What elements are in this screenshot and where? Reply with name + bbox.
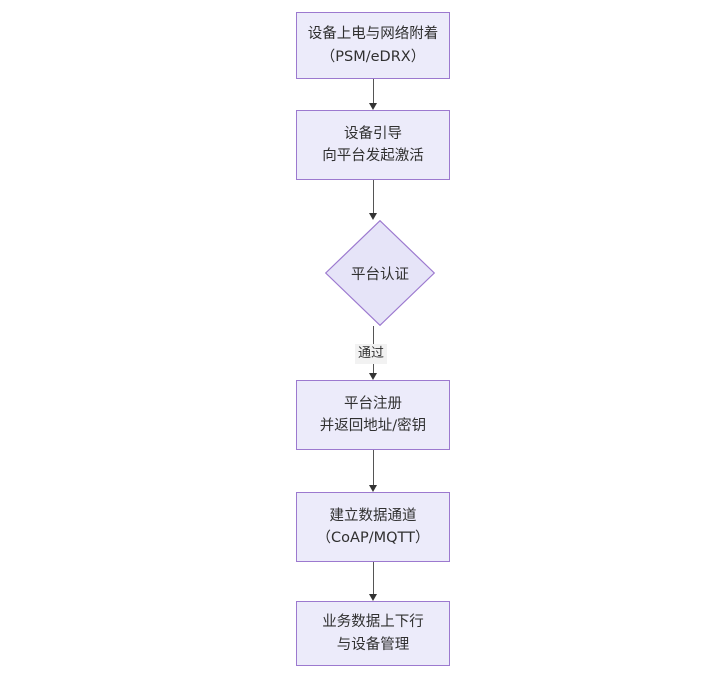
arrowhead-icon [369, 213, 377, 220]
diamond-shape-icon [325, 220, 435, 326]
arrowhead-icon [369, 594, 377, 601]
node-business-data-uplink-downlink-device-management[interactable]: 业务数据上下行 与设备管理 [296, 601, 450, 666]
node-establish-data-channel[interactable]: 建立数据通道 （CoAP/MQTT） [296, 492, 450, 562]
node-device-power-on-attach[interactable]: 设备上电与网络附着 （PSM/eDRX） [296, 12, 450, 79]
node-text-line-2: 与设备管理 [336, 636, 410, 653]
node-platform-register-return-address-key[interactable]: 平台注册 并返回地址/密钥 [296, 380, 450, 450]
arrowhead-icon [369, 485, 377, 492]
node-text-line-2: （CoAP/MQTT） [316, 530, 430, 546]
edge-node4-to-node5 [369, 450, 377, 492]
node-text-line-2: （PSM/eDRX） [320, 48, 426, 65]
edge-node5-to-node6 [369, 562, 377, 601]
arrowhead-icon [369, 373, 377, 380]
node-platform-authentication-decision[interactable]: 平台认证 [325, 220, 435, 326]
node-text-line-1: 设备上电与网络附着 [307, 26, 439, 43]
node-text-line-1: 平台注册 [344, 395, 402, 412]
node-text-line-2: 向平台发起激活 [322, 148, 424, 164]
node-text-line-2: 并返回地址/密钥 [319, 418, 427, 434]
edge-line [373, 79, 374, 103]
edge-line [373, 450, 374, 485]
node-text-line-1: 建立数据通道 [329, 507, 417, 524]
edge-node2-to-node3 [369, 180, 377, 220]
node-text-line-1: 设备引导 [344, 125, 402, 142]
node-device-bootstrap-activation[interactable]: 设备引导 向平台发起激活 [296, 110, 450, 180]
edge-line [373, 180, 374, 213]
edge-label-pass: 通过 [355, 344, 388, 364]
edge-line [373, 562, 374, 594]
node-text-line-1: 业务数据上下行 [322, 614, 424, 631]
arrowhead-icon [369, 103, 377, 110]
edge-node1-to-node2 [369, 79, 377, 110]
